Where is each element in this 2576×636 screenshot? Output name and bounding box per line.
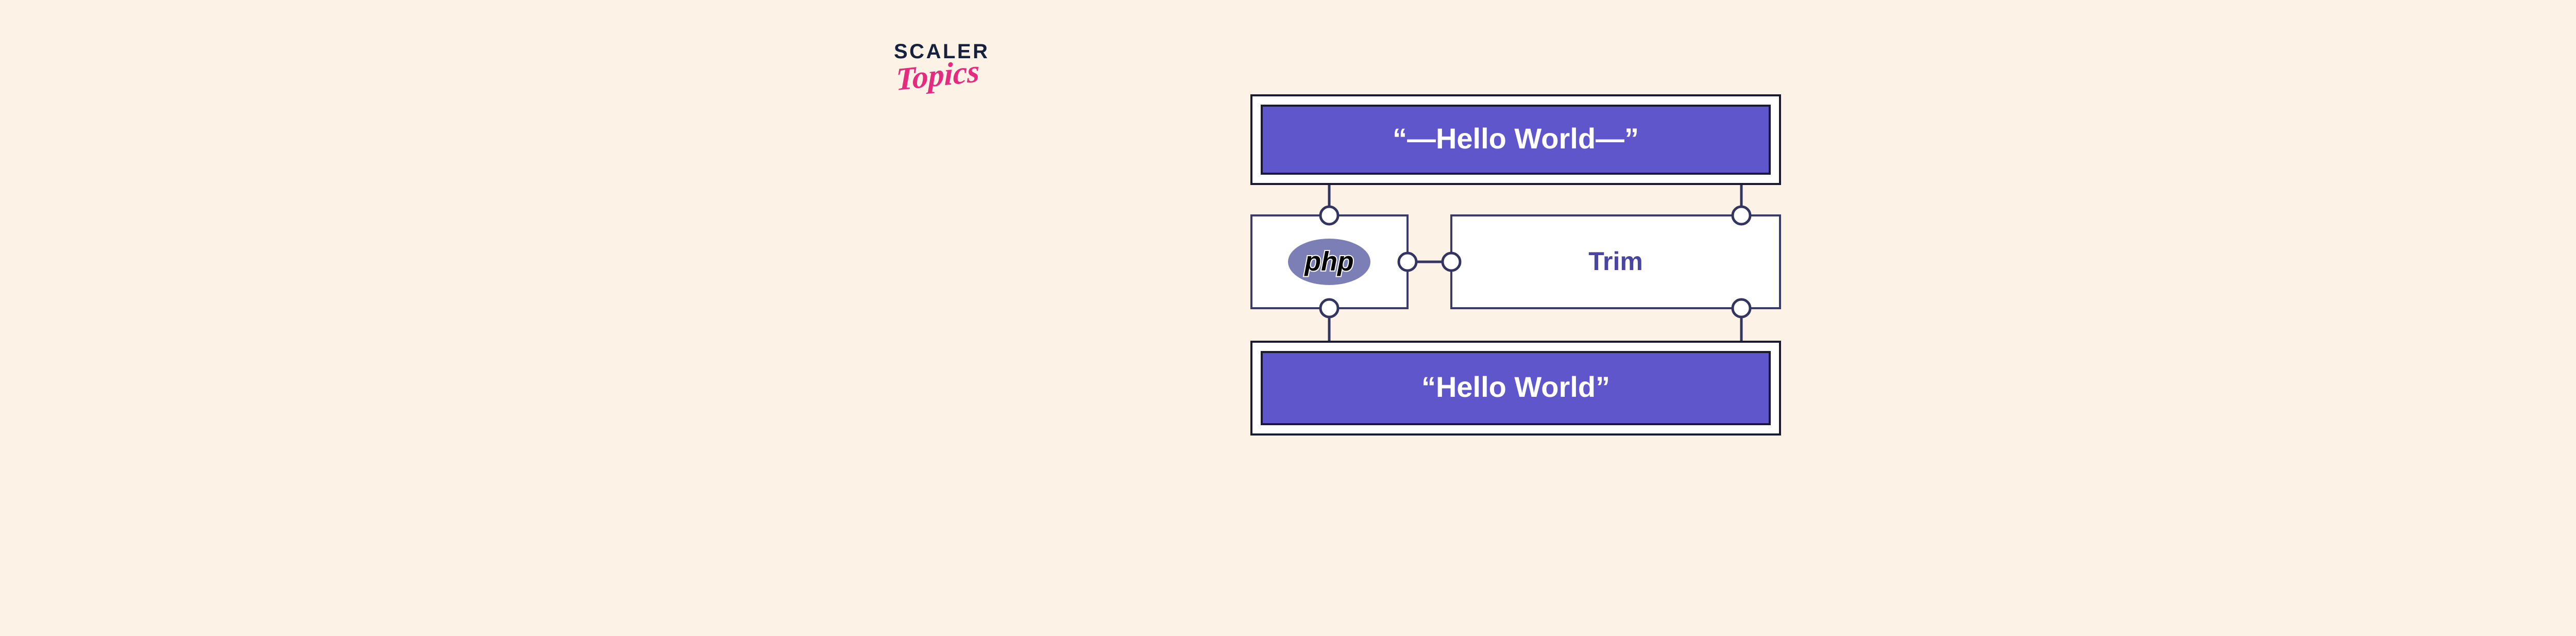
node-input-string[interactable]: “—Hello World—” xyxy=(1250,94,1781,185)
trim-function-diagram: “—Hello World—” php Trim “Hello World” xyxy=(1250,94,1781,539)
output-box-fill xyxy=(1261,351,1771,425)
brand-name-scaler: SCALER xyxy=(894,40,990,63)
php-logo-wordmark: php xyxy=(1303,247,1353,277)
input-string-label: “—Hello World—” xyxy=(1393,122,1639,155)
node-php-logo[interactable]: php xyxy=(1250,214,1409,309)
connector-node-php-right[interactable] xyxy=(1397,252,1418,272)
php-logo-ellipse xyxy=(1288,239,1370,285)
connector-nodes xyxy=(1319,205,1752,319)
trim-box xyxy=(1450,214,1781,309)
connector-node-trim-bottom[interactable] xyxy=(1731,298,1752,319)
connector-node-trim-top[interactable] xyxy=(1731,205,1752,226)
scaler-topics-logo: SCALER Topics xyxy=(894,41,1028,124)
node-output-string[interactable]: “Hello World” xyxy=(1250,341,1781,436)
connector-node-php-bottom[interactable] xyxy=(1319,298,1340,319)
php-icon: php xyxy=(1288,239,1370,285)
input-box-fill xyxy=(1261,105,1771,175)
output-string-label: “Hello World” xyxy=(1421,371,1610,403)
node-trim-function[interactable]: Trim xyxy=(1450,214,1781,309)
connector-node-php-top[interactable] xyxy=(1319,205,1340,226)
trim-function-label: Trim xyxy=(1588,247,1643,276)
connector-node-trim-left[interactable] xyxy=(1441,252,1462,272)
